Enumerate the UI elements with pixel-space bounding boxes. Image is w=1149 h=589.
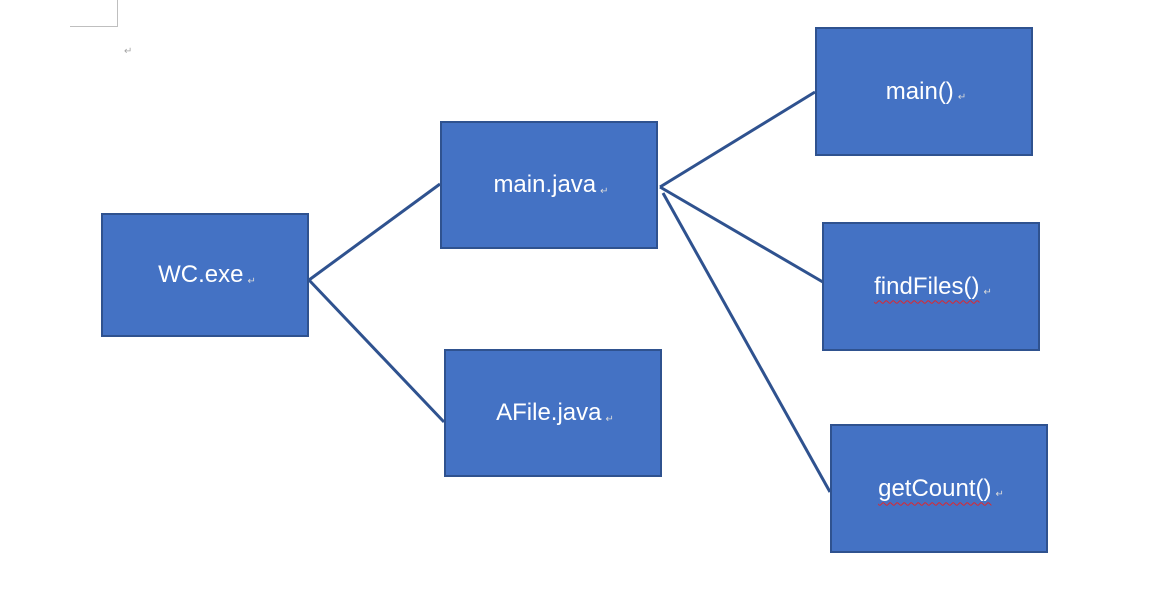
paragraph-mark: ↵ — [247, 275, 256, 287]
edge-mainjava-to-getcount — [661, 192, 832, 493]
node-label: AFile.java — [496, 399, 602, 426]
page-corner-mark — [70, 0, 118, 27]
node-wc-exe[interactable]: WC.exe↵ — [101, 213, 309, 337]
paragraph-mark: ↵ — [124, 46, 133, 57]
node-getcount-method[interactable]: getCount()↵ — [830, 424, 1048, 553]
paragraph-mark: ↵ — [605, 413, 614, 425]
edge-wc-to-mainjava — [308, 182, 441, 282]
paragraph-mark: ↵ — [983, 287, 992, 298]
node-afile-java[interactable]: AFile.java↵ — [444, 349, 662, 477]
edge-wc-to-afile — [307, 278, 446, 424]
node-main-method[interactable]: main()↵ — [815, 27, 1033, 156]
paragraph-mark: ↵ — [600, 185, 609, 197]
edge-mainjava-to-main — [659, 90, 816, 189]
node-label: main() — [885, 77, 954, 105]
node-label: main.java — [493, 171, 597, 198]
paragraph-mark: ↵ — [957, 92, 967, 103]
edge-mainjava-to-findfiles — [659, 185, 841, 294]
node-label: getCount() — [878, 474, 992, 502]
node-label: WC.exe — [158, 261, 244, 288]
paragraph-mark: ↵ — [995, 489, 1004, 500]
node-main-java[interactable]: main.java↵ — [440, 121, 658, 249]
node-label: findFiles() — [874, 272, 980, 300]
node-findfiles-method[interactable]: findFiles()↵ — [822, 222, 1040, 351]
